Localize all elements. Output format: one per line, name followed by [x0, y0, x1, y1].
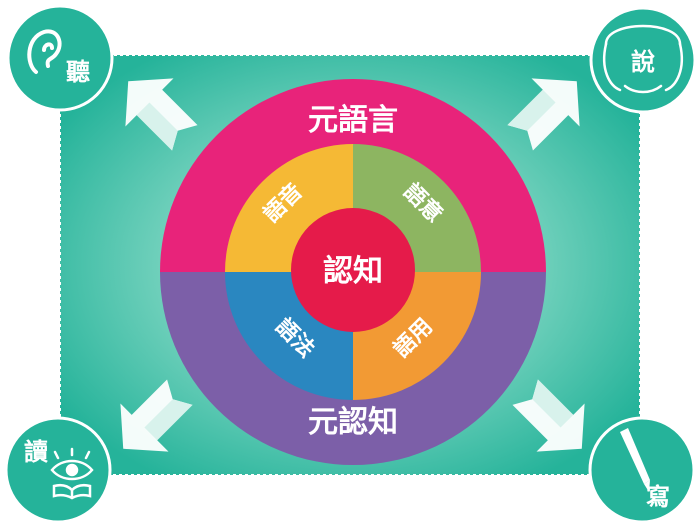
ear-icon: [27, 29, 62, 74]
corner-read: 讀: [4, 416, 112, 524]
arrow-bottom-right: [512, 379, 585, 452]
arrow-bottom-left: [120, 379, 193, 452]
pen-icon: [620, 428, 650, 492]
outer-bottom-label: 元認知: [308, 405, 398, 440]
center-label: 認知: [323, 254, 383, 289]
corner-listen: 聽: [6, 4, 114, 112]
dotted-border: [59, 54, 641, 476]
corner-label-speak: 說: [631, 48, 655, 76]
corner-write: 寫: [588, 416, 696, 524]
corner-speak: 說: [589, 6, 697, 114]
corner-label-listen: 聽: [66, 58, 90, 86]
corner-label-write: 寫: [646, 483, 670, 511]
speaking-face-icon: [603, 24, 683, 94]
arrow-top-left: [125, 78, 198, 151]
eye-book-icon: [50, 447, 94, 500]
corner-label-read: 讀: [24, 438, 48, 466]
center-circle: [291, 208, 415, 332]
outer-top-label: 元語言: [308, 103, 398, 138]
arrow-top-right: [507, 78, 580, 151]
